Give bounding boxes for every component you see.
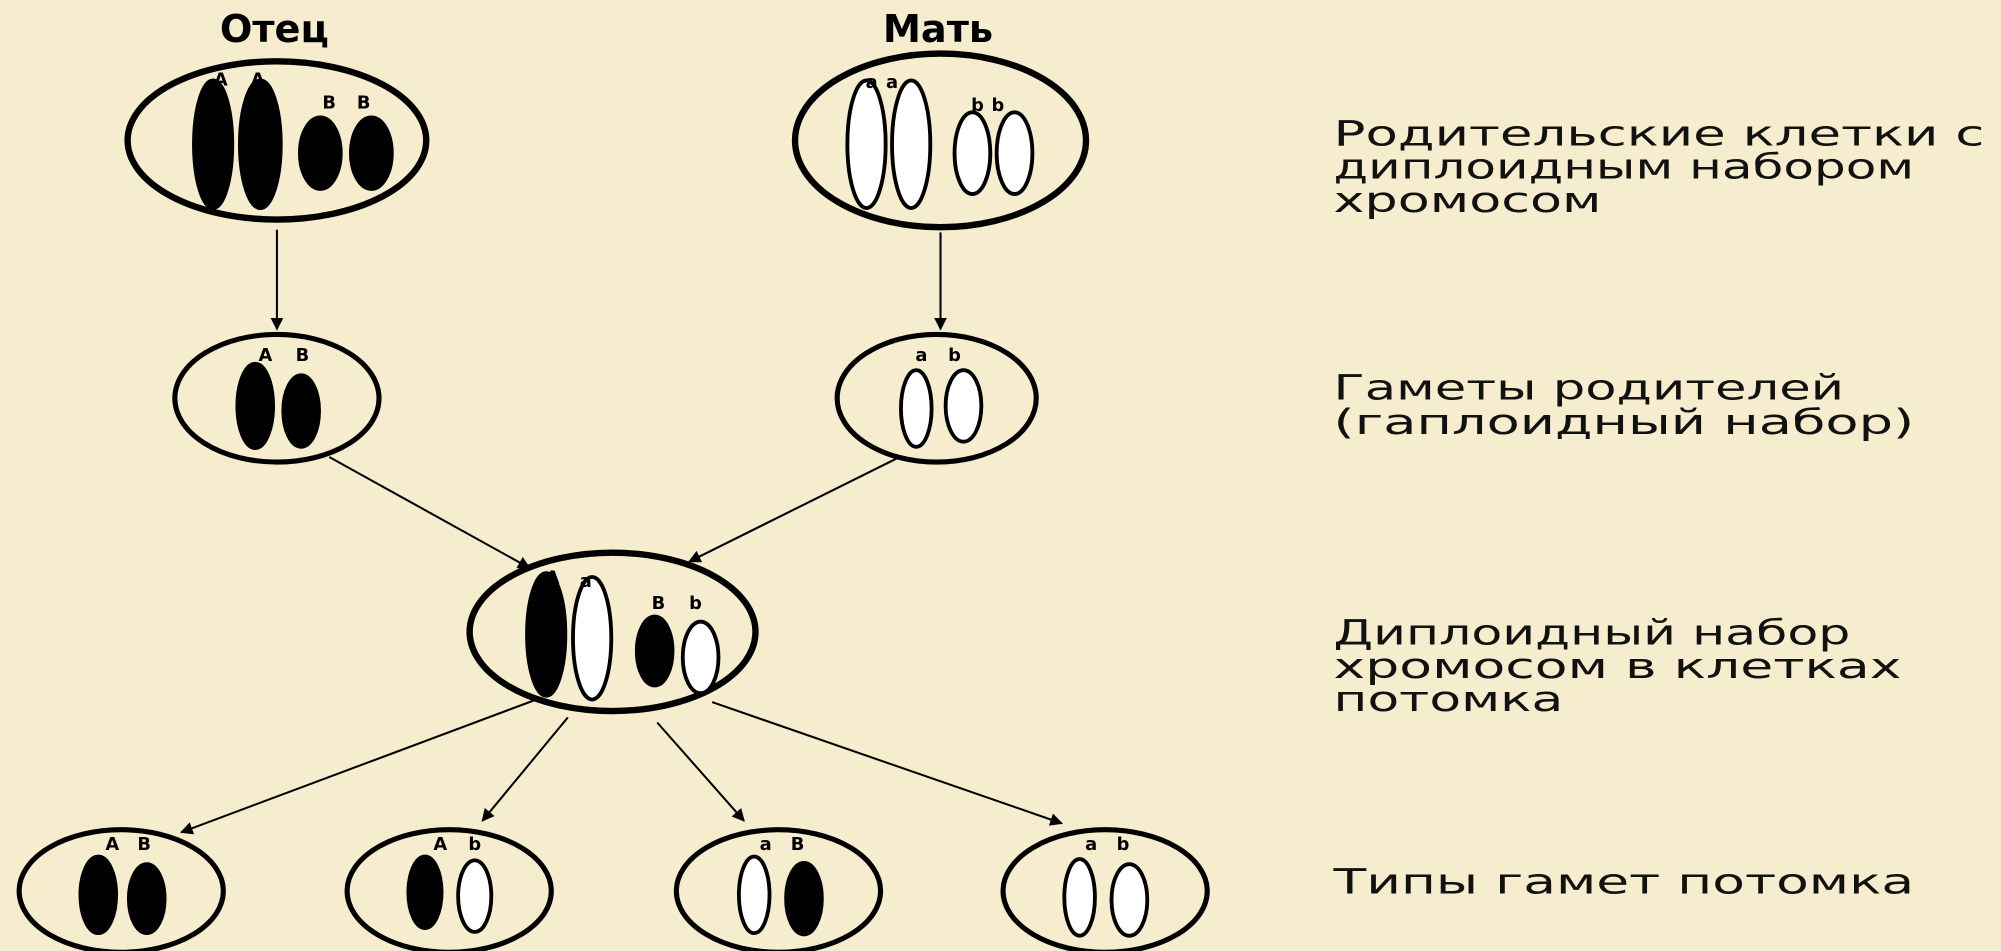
- paternal-chromosome: [78, 854, 119, 936]
- maternal-chromosome: [456, 858, 494, 934]
- allele-label: A: [105, 834, 119, 855]
- arrow: [328, 456, 531, 569]
- cell-membrane: [466, 549, 759, 715]
- paternal-chromosome: [235, 361, 276, 450]
- allele-label: B: [296, 345, 310, 366]
- allele-label: b: [689, 593, 702, 614]
- maternal-chromosome: [899, 368, 934, 449]
- paternal-chromosome: [126, 862, 167, 936]
- allele-label: a: [915, 345, 927, 366]
- caption-line: Гаметы родителей: [1334, 369, 1844, 409]
- cell-membrane: [172, 331, 382, 465]
- arrow: [180, 697, 541, 835]
- caption-line: хромосом в клетках: [1334, 647, 1902, 687]
- allele-label: a: [886, 72, 898, 93]
- allele-label: b: [468, 834, 481, 855]
- offspring-cell: A a B b: [466, 549, 759, 715]
- offspring-gamete-3: a B: [673, 827, 884, 951]
- allele-label: b: [1117, 834, 1130, 855]
- allele-label: a: [760, 834, 772, 855]
- cell-membrane: [1000, 827, 1210, 951]
- maternal-chromosome: [736, 854, 772, 936]
- allele-label: b: [971, 95, 984, 116]
- caption-line: Диплоидный набор: [1334, 614, 1851, 654]
- caption-line: (гаплоидный набор): [1334, 403, 1915, 443]
- caption-parent-gametes: Гаметы родителей (гаплоидный набор): [1334, 369, 1915, 443]
- paternal-chromosome: [784, 861, 824, 937]
- cell-membrane: [16, 827, 226, 951]
- mother-label: Мать: [883, 7, 993, 52]
- allele-label: a: [580, 571, 592, 592]
- cell-membrane: [344, 827, 554, 951]
- allele-label: b: [948, 345, 961, 366]
- paternal-chromosome: [525, 571, 568, 698]
- cell-membrane: [791, 50, 1090, 231]
- maternal-chromosome: [845, 78, 888, 210]
- caption-line: Типы гамет потомка: [1332, 863, 1914, 903]
- allele-label: A: [214, 70, 228, 91]
- allele-label: A: [433, 834, 447, 855]
- maternal-chromosome: [943, 368, 984, 444]
- arrow: [481, 716, 569, 822]
- arrow: [656, 721, 745, 822]
- mother-cell: a a b b: [791, 50, 1090, 231]
- caption-line: Родительские клетки с: [1334, 115, 1985, 155]
- cell-membrane: [834, 331, 1039, 465]
- paternal-chromosome: [297, 115, 343, 191]
- allele-label: A: [546, 567, 560, 588]
- caption-line: диплоидным набором: [1334, 148, 1915, 188]
- mother-gamete: a b: [834, 331, 1039, 465]
- father-label: Отец: [220, 7, 329, 52]
- offspring-gamete-4: a b: [1000, 827, 1210, 951]
- maternal-chromosome: [994, 110, 1035, 196]
- father-gamete: A B: [172, 331, 382, 465]
- paternal-chromosome: [238, 78, 283, 210]
- maternal-chromosome: [571, 575, 614, 702]
- allele-label: A: [259, 345, 273, 366]
- maternal-chromosome: [1109, 862, 1150, 938]
- caption-line: хромосом: [1334, 181, 1602, 221]
- allele-label: B: [791, 834, 805, 855]
- paternal-chromosome: [281, 373, 321, 449]
- allele-label: b: [992, 95, 1005, 116]
- allele-label: B: [357, 93, 371, 114]
- allele-label: a: [866, 72, 878, 93]
- father-cell: A A B B: [124, 58, 430, 223]
- paternal-chromosome: [634, 614, 675, 688]
- maternal-chromosome: [1062, 857, 1097, 938]
- offspring-gamete-2: A b: [344, 827, 554, 951]
- caption-offspring-gametes: Типы гамет потомка: [1332, 863, 1914, 903]
- paternal-chromosome: [406, 854, 444, 930]
- maternal-chromosome: [680, 619, 721, 696]
- allele-label: B: [137, 834, 151, 855]
- allele-label: A: [251, 70, 265, 91]
- paternal-chromosome: [349, 115, 394, 191]
- caption-line: потомка: [1334, 680, 1564, 720]
- arrow: [687, 456, 901, 563]
- arrow: [711, 701, 1063, 826]
- allele-label: a: [1085, 834, 1097, 855]
- allele-label: B: [322, 93, 336, 114]
- caption-parent-cells: Родительские клетки с диплоидным набором…: [1334, 115, 1985, 221]
- allele-label: B: [652, 593, 666, 614]
- cell-membrane: [673, 827, 884, 951]
- paternal-chromosome: [192, 78, 235, 210]
- caption-offspring-cells: Диплоидный набор хромосом в клетках пото…: [1334, 614, 1902, 720]
- cell-membrane: [124, 58, 430, 223]
- maternal-chromosome: [952, 110, 993, 196]
- offspring-gamete-1: A B: [16, 827, 226, 951]
- maternal-chromosome: [890, 78, 933, 210]
